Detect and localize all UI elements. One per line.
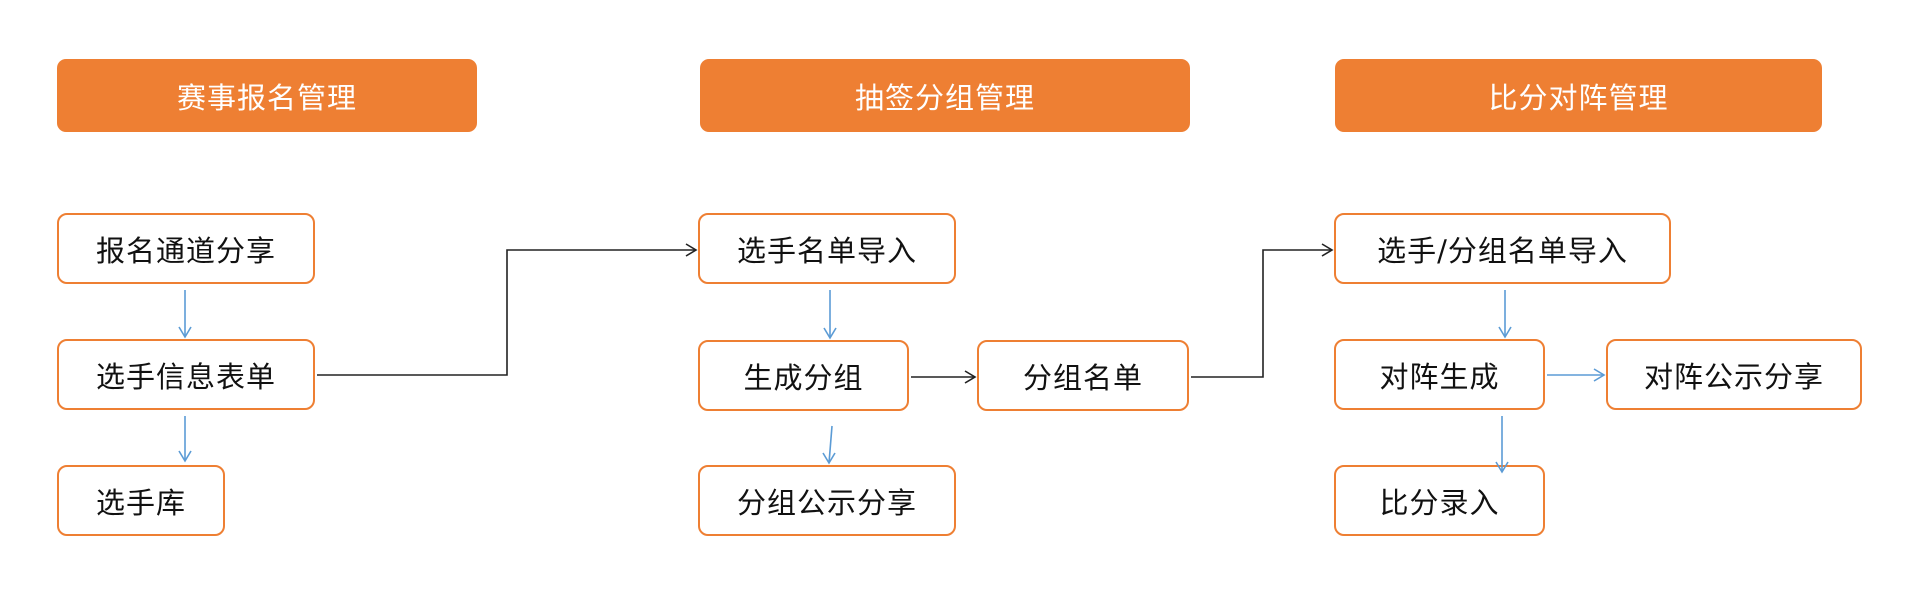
arrowhead-share-to-form bbox=[178, 326, 192, 339]
node-player-info-form: 选手信息表单 bbox=[57, 339, 315, 410]
arrowhead-generate-to-group-list bbox=[964, 370, 977, 384]
edge-form-to-list-import bbox=[317, 249, 696, 376]
arrowhead-matchup-to-publicity bbox=[1593, 368, 1606, 382]
node-matchup-publicity-share: 对阵公示分享 bbox=[1606, 339, 1862, 410]
arrowhead-group-list-to-player-group-import bbox=[1321, 243, 1334, 257]
node-group-list: 分组名单 bbox=[977, 340, 1189, 411]
node-score-entry: 比分录入 bbox=[1334, 465, 1545, 536]
arrowhead-form-to-library bbox=[178, 450, 192, 463]
node-registration-share: 报名通道分享 bbox=[57, 213, 315, 284]
node-matchup-generate: 对阵生成 bbox=[1334, 339, 1545, 410]
node-generate-groups: 生成分组 bbox=[698, 340, 909, 411]
edge-group-list-to-player-group-import bbox=[1191, 249, 1332, 378]
arrowhead-import-to-generate bbox=[823, 327, 837, 340]
section-header-score-matchup: 比分对阵管理 bbox=[1335, 59, 1822, 132]
arrowhead-list-import-to-matchup bbox=[1498, 326, 1512, 339]
edge-generate-to-publicity bbox=[828, 425, 833, 464]
section-header-draw-grouping: 抽签分组管理 bbox=[700, 59, 1190, 132]
node-group-publicity-share: 分组公示分享 bbox=[698, 465, 956, 536]
node-player-group-list-import: 选手/分组名单导入 bbox=[1334, 213, 1671, 284]
node-player-list-import: 选手名单导入 bbox=[698, 213, 956, 284]
node-player-library: 选手库 bbox=[57, 465, 225, 536]
arrowhead-form-to-list-import bbox=[685, 243, 698, 257]
arrowhead-generate-to-publicity bbox=[822, 452, 836, 465]
section-header-registration: 赛事报名管理 bbox=[57, 59, 477, 132]
